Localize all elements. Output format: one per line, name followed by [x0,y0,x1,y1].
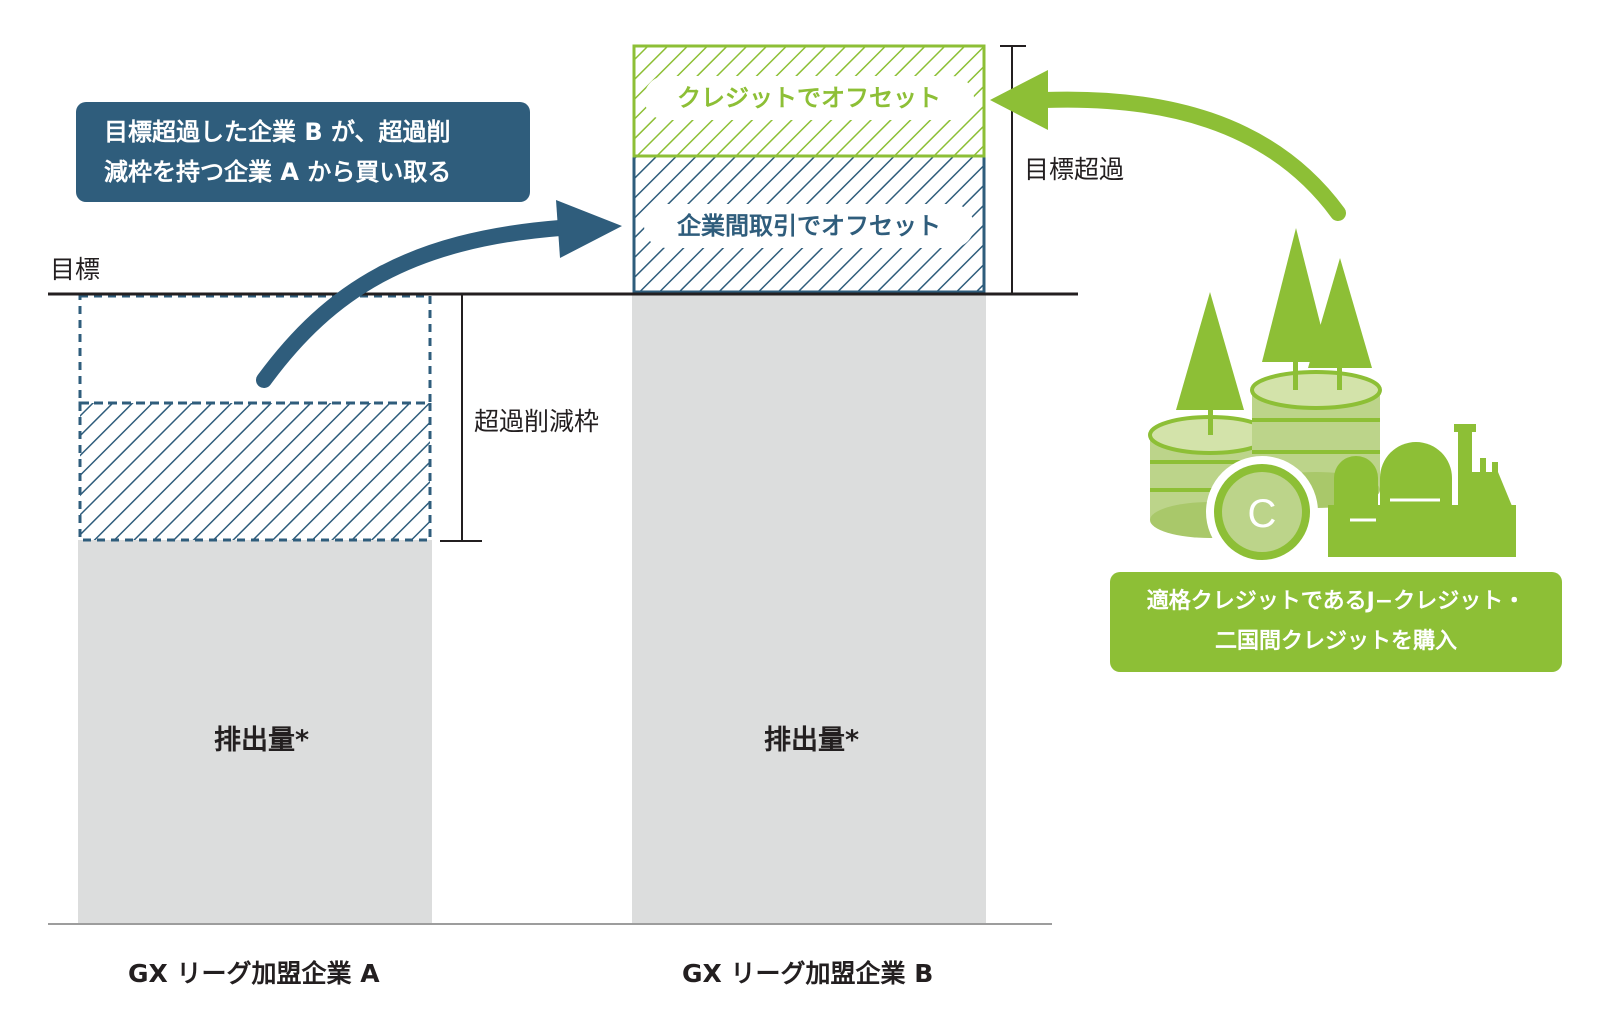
credit-purchase-line1: 適格クレジットであるJ−クレジット・ [1146,589,1526,614]
trade-arrow [256,200,622,388]
factory-icon [1328,424,1516,557]
tree-tall-icon [1262,228,1330,390]
emissions-label-a: 排出量* [214,725,310,756]
over-target-label: 目標超過 [1024,155,1125,184]
over-target-bracket [1000,45,1026,294]
emissions-label-b: 排出量* [764,725,860,756]
tree-small-icon [1308,258,1372,390]
credit-arrow [990,70,1346,221]
tree-left-icon [1176,292,1244,435]
target-dashed-box-a [78,294,432,405]
excess-reduction-bracket [440,294,482,542]
excess-reduction-label: 超過削減枠 [474,407,600,436]
credit-coin-letter: C [1248,492,1277,536]
emissions-bar-a [78,540,432,923]
trade-callout-line1: 目標超過した企業 B が、超過削 [104,118,451,146]
trade-offset-pill: 企業間取引でオフセット [644,204,974,248]
credit-purchase-callout: 適格クレジットであるJ−クレジット・ 二国間クレジットを購入 [1110,572,1562,672]
trade-callout: 目標超過した企業 B が、超過削 減枠を持つ企業 A から買い取る [76,102,530,202]
credit-coin-icon: C [1206,456,1318,568]
excess-reduction-hatch-a [78,401,432,542]
trade-callout-line2: 減枠を持つ企業 A から買い取る [104,158,452,186]
emissions-bar-b [632,294,986,923]
target-label: 目標 [50,255,101,284]
company-b-label: GX リーグ加盟企業 B [682,959,934,988]
company-a-label: GX リーグ加盟企業 A [128,959,380,988]
credit-offset-pill: クレジットでオフセット [644,76,974,120]
credit-purchase-line2: 二国間クレジットを購入 [1214,629,1457,654]
credit-illustration: C [1148,228,1516,568]
